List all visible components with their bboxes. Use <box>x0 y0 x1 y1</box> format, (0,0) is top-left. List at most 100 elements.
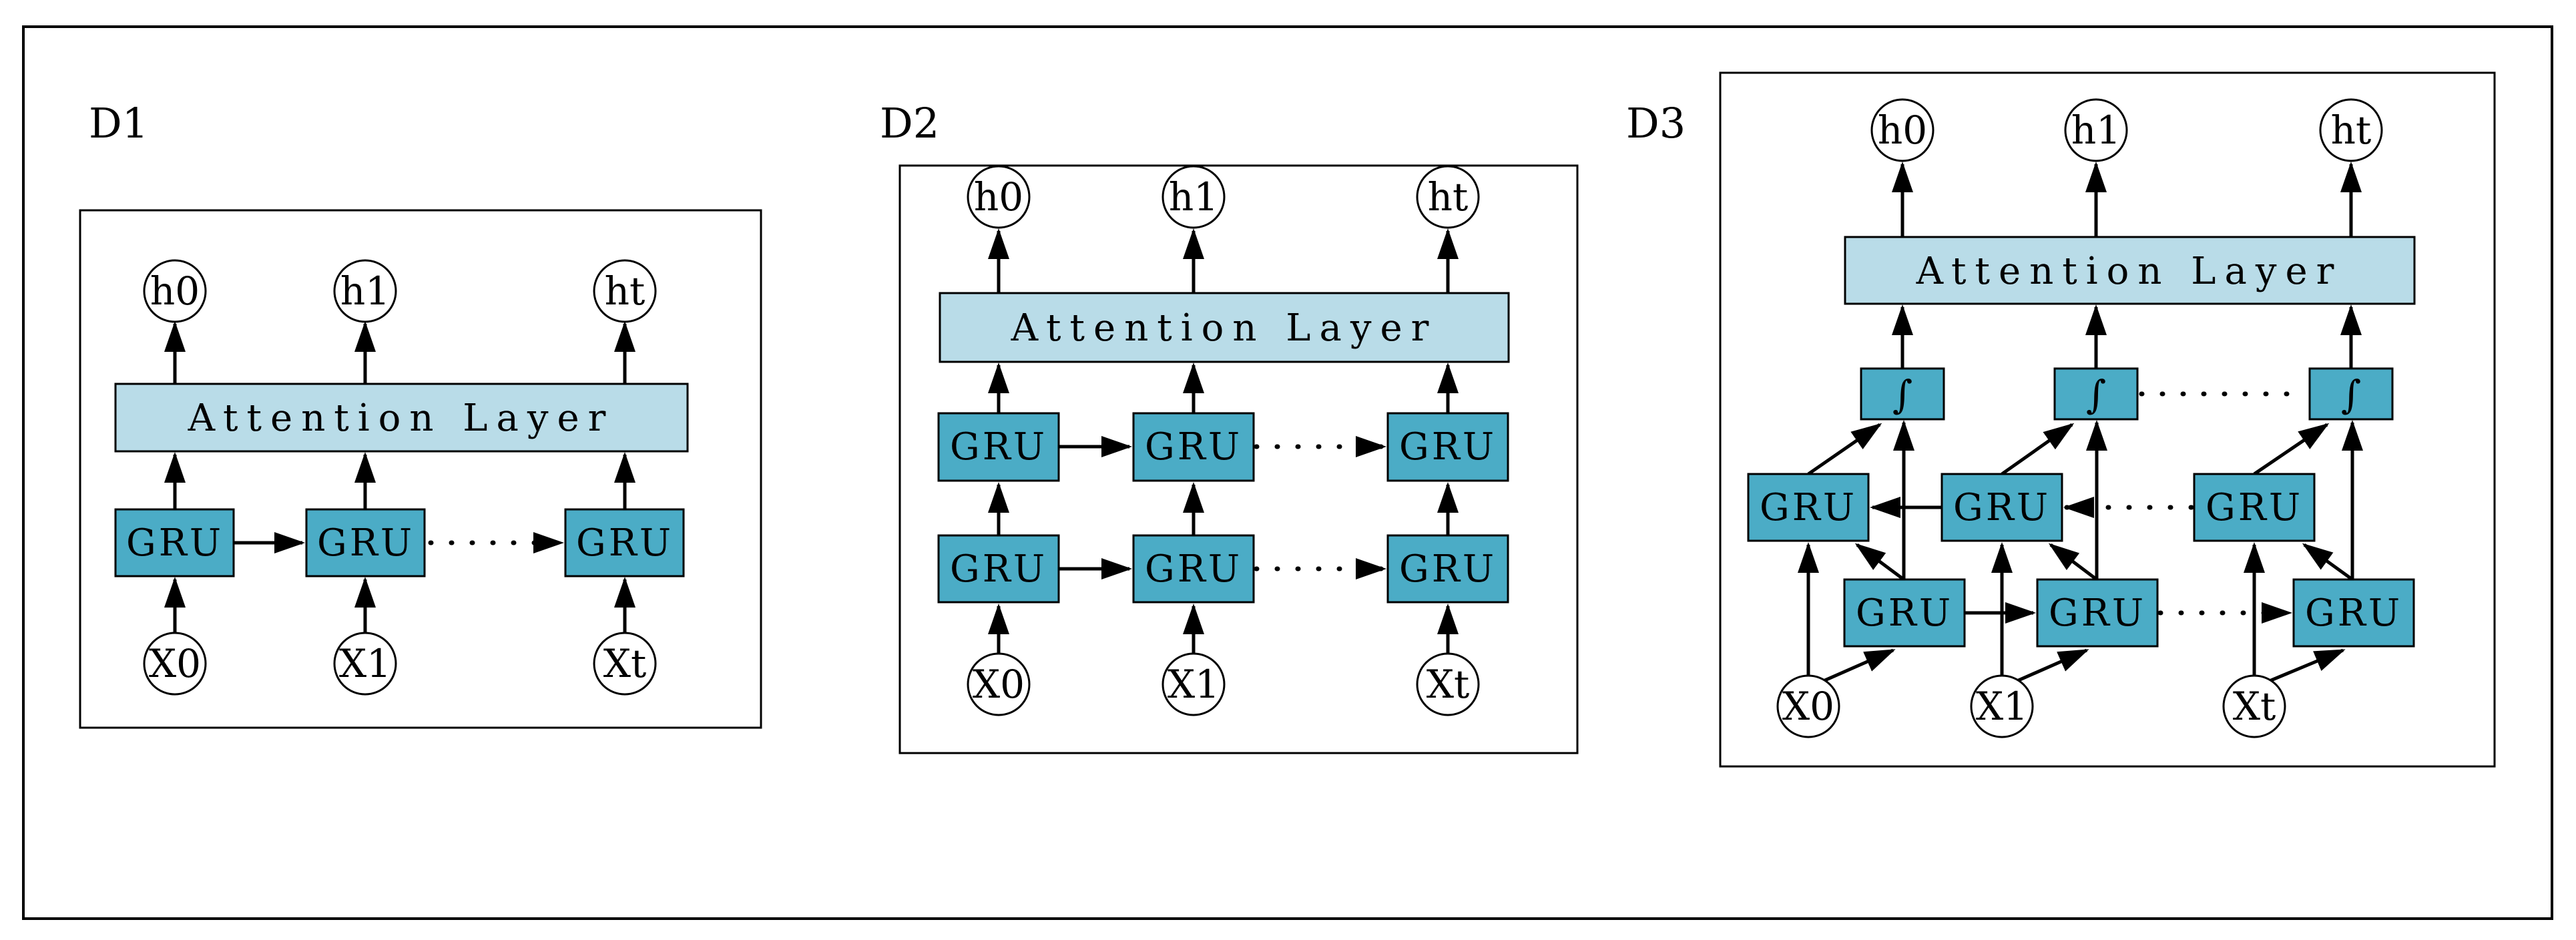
input-node-x1-d2 <box>1162 652 1226 716</box>
input-node-x0-d2 <box>967 652 1031 716</box>
gru-label-1-d1: GRU <box>317 521 415 565</box>
arrow-fwdgrut-to-bwdgrut-d3 <box>2302 543 2354 581</box>
panel-border-d2 <box>898 164 1579 754</box>
fwd-gru-box-t-d3 <box>2292 578 2415 648</box>
gru-label-bot1-d2: GRU <box>1145 547 1242 591</box>
gru-box-top1-d2 <box>1132 412 1255 482</box>
input-node-x1-d3 <box>1970 674 2034 738</box>
output-label-h1-d3: h1 <box>2071 107 2121 153</box>
gru-box-bot0-d2 <box>937 534 1060 604</box>
output-node-ht-d1 <box>593 259 657 323</box>
bwd-gru-label-0-d3: GRU <box>1760 486 1857 529</box>
panel-label-d2: D2 <box>880 99 939 148</box>
gru-label-topt-d2: GRU <box>1399 425 1497 469</box>
bwd-gru-label-1-d3: GRU <box>1953 486 2051 529</box>
merge-box-0-d3 <box>1860 367 1945 421</box>
output-node-h1-d1 <box>333 259 397 323</box>
attention-layer-box-d2 <box>939 292 1510 363</box>
diagram-d2: D2 Attention Layer GRU GRU GRU <box>880 99 1579 754</box>
panel-border-d3 <box>1719 71 2496 768</box>
input-label-xt-d3: Xt <box>2233 684 2276 729</box>
output-node-h1-d3 <box>2064 98 2128 162</box>
arrow-fwdgru0-to-bwdgru0-d3 <box>1854 543 1905 581</box>
input-label-xt-d1: Xt <box>603 641 647 686</box>
gru-label-top1-d2: GRU <box>1145 425 1242 469</box>
arrow-x0-to-fwdgru0-d3 <box>1819 648 1896 684</box>
merge-symbol-1-d3: ∫ <box>2086 372 2106 417</box>
merge-box-t-d3 <box>2308 367 2394 421</box>
output-node-ht-d2 <box>1416 165 1480 229</box>
input-label-x1-d1: X1 <box>339 641 391 686</box>
output-label-h0-d1: h0 <box>150 268 200 314</box>
diagram-d1: D1 Attention Layer GRU GRU GRU h0 h1 ht <box>79 99 762 729</box>
output-label-ht-d1: ht <box>605 268 646 314</box>
bwd-gru-box-1-d3 <box>1941 473 2063 542</box>
output-label-h1-d1: h1 <box>340 268 390 314</box>
output-label-h0-d2: h0 <box>974 174 1023 220</box>
attention-layer-label-d1: Attention Layer <box>188 397 615 440</box>
fwd-gru-label-1-d3: GRU <box>2049 592 2146 635</box>
input-label-xt-d2: Xt <box>1427 662 1470 707</box>
fwd-gru-box-0-d3 <box>1843 578 1966 648</box>
output-node-h1-d2 <box>1162 165 1226 229</box>
diagram-d3: D3 <box>1626 71 2496 768</box>
figure-border <box>22 25 2553 920</box>
fwd-gru-label-t-d3: GRU <box>2305 592 2402 635</box>
gru-label-bot0-d2: GRU <box>950 547 1047 591</box>
arrows-d1 <box>164 321 635 633</box>
input-label-x1-d3: X1 <box>1976 684 2028 729</box>
gru-box-bot1-d2 <box>1132 534 1255 604</box>
output-label-h1-d2: h1 <box>1169 174 1218 220</box>
attention-layer-label-d3: Attention Layer <box>1916 250 2343 293</box>
panel-border-d1 <box>79 209 762 729</box>
input-node-xt-d3 <box>2222 674 2286 738</box>
input-label-x0-d2: X0 <box>973 662 1025 707</box>
output-label-ht-d3: ht <box>2331 107 2372 153</box>
panel-label-d1: D1 <box>89 99 148 148</box>
merge-symbol-0-d3: ∫ <box>1892 372 1912 417</box>
input-node-x1-d1 <box>333 632 397 696</box>
output-node-h0-d2 <box>967 165 1031 229</box>
merge-box-1-d3 <box>2053 367 2139 421</box>
gru-box-0-d1 <box>114 508 235 577</box>
arrow-bwdgru0-to-merge0-d3 <box>1807 423 1882 476</box>
arrow-xt-to-fwdgrut-d3 <box>2266 648 2346 684</box>
output-node-h0-d1 <box>143 259 207 323</box>
attention-layer-box-d1 <box>114 383 689 453</box>
arrows-d2 <box>988 228 1459 654</box>
arrow-fwdgru1-to-bwdgru1-d3 <box>2048 543 2098 581</box>
fwd-gru-box-1-d3 <box>2036 578 2159 648</box>
output-node-ht-d3 <box>2319 98 2383 162</box>
output-label-h0-d3: h0 <box>1878 107 1927 153</box>
input-node-x0-d3 <box>1776 674 1840 738</box>
merge-symbol-t-d3: ∫ <box>2341 372 2361 417</box>
bwd-gru-label-t-d3: GRU <box>2206 486 2303 529</box>
gru-box-t-d1 <box>564 508 685 577</box>
gru-label-0-d1: GRU <box>126 521 224 565</box>
gru-label-bott-d2: GRU <box>1399 547 1497 591</box>
bwd-gru-box-0-d3 <box>1747 473 1870 542</box>
arrow-x1-to-fwdgru1-d3 <box>2013 648 2089 684</box>
input-label-x0-d3: X0 <box>1782 684 1834 729</box>
gru-box-1-d1 <box>305 508 426 577</box>
gru-label-top0-d2: GRU <box>950 425 1047 469</box>
output-label-ht-d2: ht <box>1428 174 1469 220</box>
input-node-x0-d1 <box>143 632 207 696</box>
gru-box-topt-d2 <box>1386 412 1509 482</box>
arrows-d3 <box>1798 162 2363 684</box>
bwd-gru-box-t-d3 <box>2193 473 2316 542</box>
output-node-h0-d3 <box>1870 98 1935 162</box>
arrow-bwdgru1-to-merge1-d3 <box>2001 423 2075 476</box>
panel-label-d3: D3 <box>1626 99 1686 148</box>
input-node-xt-d1 <box>593 632 657 696</box>
arrow-bwdgrut-to-merget-d3 <box>2253 423 2330 476</box>
attention-layer-label-d2: Attention Layer <box>1011 306 1438 350</box>
gru-label-t-d1: GRU <box>576 521 674 565</box>
input-label-x0-d1: X0 <box>149 641 201 686</box>
gru-box-bott-d2 <box>1386 534 1509 604</box>
fwd-gru-label-0-d3: GRU <box>1856 592 1953 635</box>
attention-layer-box-d3 <box>1844 236 2416 305</box>
input-node-xt-d2 <box>1416 652 1480 716</box>
